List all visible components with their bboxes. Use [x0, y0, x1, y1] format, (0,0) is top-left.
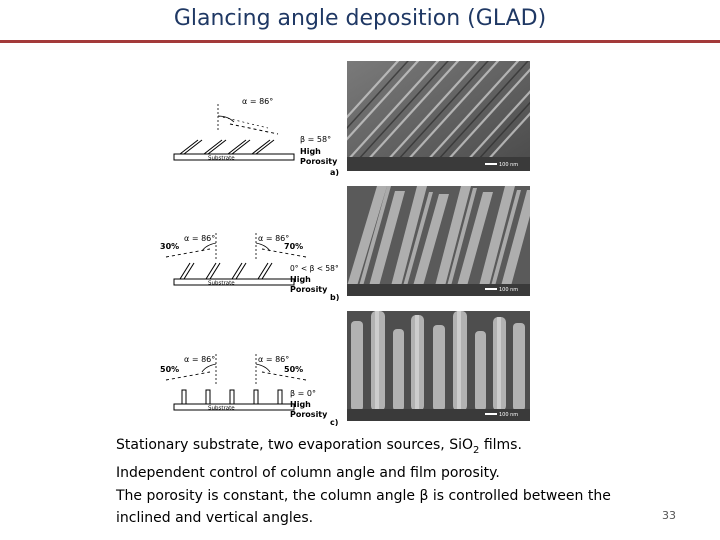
panel-b-letter: b)	[330, 293, 339, 301]
panel-b-alpha-left: α = 86°	[184, 234, 215, 243]
panel-b-porosity-2: Porosity	[290, 285, 328, 294]
caption-line-1: Stationary substrate, two evaporation so…	[116, 434, 656, 462]
panel-a-sketch: α = 86° Substrate β = 58° High Porosity …	[150, 58, 346, 176]
panel-c-alpha-left: α = 86°	[184, 355, 215, 364]
panel-c-beta-label: β = 0°	[290, 389, 316, 398]
panel-b-beta-label: 0° < β < 58°	[290, 264, 339, 273]
panel-b-pct-left: 30%	[160, 242, 179, 251]
panel-a: α = 86° Substrate β = 58° High Porosity …	[150, 58, 540, 176]
panel-a-letter: a)	[330, 168, 339, 176]
panel-a-porosity-1: High	[300, 147, 321, 156]
panel-c-pct-right: 50%	[284, 365, 303, 374]
panel-a-beta-label: β = 58°	[300, 135, 331, 144]
panel-a-porosity-2: Porosity	[300, 157, 338, 166]
panel-c-scale-label: 100 nm	[499, 412, 518, 418]
panel-c-letter: c)	[330, 418, 338, 426]
panel-a-substrate-label: Substrate	[208, 156, 235, 162]
panel-c: α = 86° α = 86° 50% 50% Substrate β = 0°…	[150, 308, 540, 426]
caption-line-1-pre: Stationary substrate, two evaporation so…	[116, 437, 473, 453]
panel-c-sketch: α = 86° α = 86° 50% 50% Substrate β = 0°…	[150, 308, 346, 426]
panel-b-sketch: α = 86° α = 86° 30% 70% Substrate 0° < β…	[150, 183, 346, 301]
panel-b-substrate-label: Substrate	[208, 281, 235, 287]
panel-c-substrate-label: Substrate	[208, 406, 235, 412]
panel-c-pct-left: 50%	[160, 365, 179, 374]
caption-line-4: inclined and vertical angles.	[116, 507, 656, 530]
panel-c-porosity-2: Porosity	[290, 410, 328, 419]
panel-b-scale-label: 100 nm	[499, 287, 518, 293]
panel-a-scale-label: 100 nm	[499, 162, 518, 168]
glad-figure: α = 86° Substrate β = 58° High Porosity …	[150, 58, 540, 426]
panel-a-alpha-label: α = 86°	[242, 97, 273, 106]
panel-a-sem-image: 100 nm	[347, 61, 530, 171]
caption-line-1-post: films.	[479, 437, 522, 453]
panel-b-porosity-1: High	[290, 275, 311, 284]
title-underline	[0, 40, 720, 43]
panel-b-pct-right: 70%	[284, 242, 303, 251]
slide-caption: Stationary substrate, two evaporation so…	[116, 434, 656, 530]
panel-c-sem-image: 100 nm	[347, 311, 530, 421]
caption-line-2: Independent control of column angle and …	[116, 462, 656, 485]
panel-c-alpha-right: α = 86°	[258, 355, 289, 364]
page-number: 33	[662, 509, 676, 522]
panel-b-sem-image: 100 nm	[347, 186, 530, 296]
panel-b: α = 86° α = 86° 30% 70% Substrate 0° < β…	[150, 183, 540, 301]
caption-line-3: The porosity is constant, the column ang…	[116, 485, 656, 508]
slide-title: Glancing angle deposition (GLAD)	[0, 6, 720, 31]
panel-c-porosity-1: High	[290, 400, 311, 409]
